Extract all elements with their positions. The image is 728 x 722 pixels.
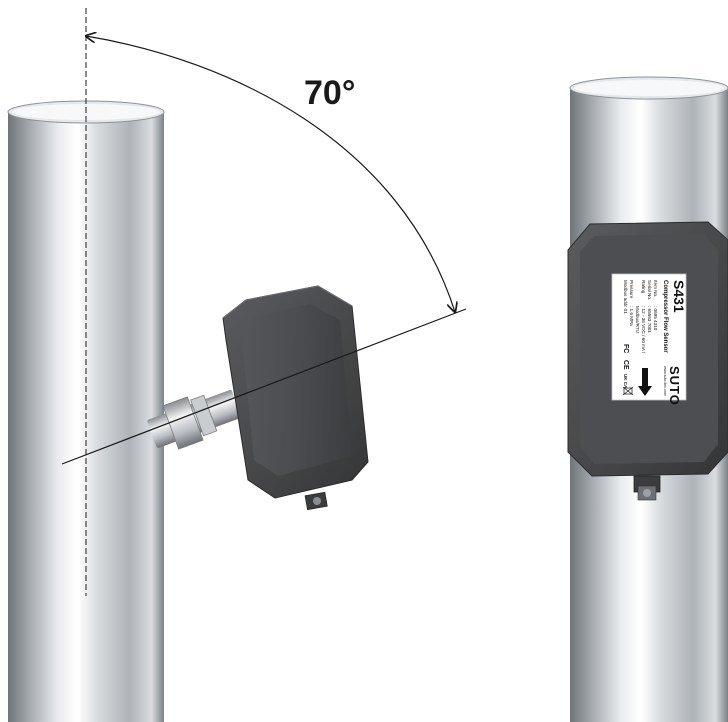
label-value-rating: : 12 - 36 VDC / 60 mA / — [641, 306, 646, 354]
label-model: S431 — [671, 280, 687, 313]
sensor-axis-line — [61, 308, 467, 465]
label-website: www.suto-itec.com — [663, 366, 667, 396]
label-product-name: Compressor Flow Sensor — [662, 280, 668, 353]
angle-label: 70° — [304, 74, 355, 112]
left-view: 70° — [7, 8, 467, 722]
label-mark-fc: FC — [622, 344, 629, 353]
left-pipe — [7, 100, 165, 722]
flow-direction-arrow-icon — [638, 368, 652, 396]
label-value-pressure: : 1.6 MPa — [629, 306, 634, 326]
label-value-extra: Modbus/RTU — [635, 306, 640, 333]
label-field-rating: Rating — [641, 280, 646, 294]
label-value-serial: : 65563 7001 — [647, 306, 652, 333]
label-field-serial: Serial No. — [647, 280, 652, 300]
right-view: S431 Compressor Flow Sensor Item No. Ser… — [567, 76, 728, 722]
label-brand-logo: SUTO — [667, 366, 682, 406]
label-field-pressure: Pressure — [629, 280, 634, 299]
label-mark-ukca: UK CA — [623, 374, 628, 389]
label-field-item: Item No. — [653, 280, 658, 297]
weee-bin-icon — [622, 386, 634, 396]
label-field-modbus: Modbus addr — [623, 280, 628, 307]
product-label: S431 Compressor Flow Sensor Item No. Ser… — [611, 273, 687, 406]
sensor-housing-tilted — [222, 285, 369, 511]
angle-arc — [86, 36, 455, 312]
label-value-item: : 0695 4310 — [653, 306, 658, 331]
label-mark-ce: CE — [622, 360, 629, 370]
label-value-modbus: : 01 — [623, 306, 628, 314]
